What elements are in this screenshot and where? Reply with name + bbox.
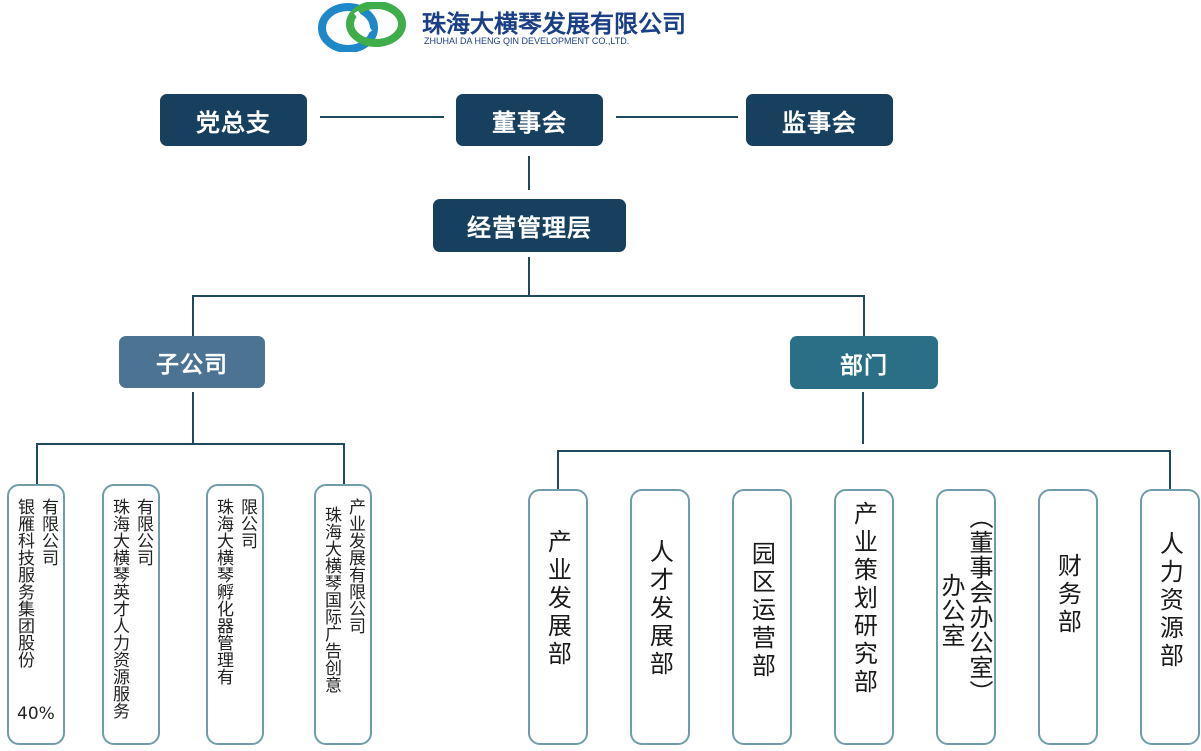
department-6-label: 财务部 bbox=[1053, 553, 1082, 637]
connector-sub-4 bbox=[343, 443, 345, 485]
department-1-label: 产业发展部 bbox=[543, 529, 572, 669]
department-card-3[interactable]: 园区运营部 bbox=[732, 489, 792, 745]
connector-dept-1 bbox=[557, 450, 559, 490]
department-card-2[interactable]: 人才发展部 bbox=[630, 489, 690, 745]
subsidiary-3-col2: 珠海大横琴孵化器管理有 bbox=[213, 498, 233, 685]
connector-branch-h bbox=[192, 295, 865, 297]
department-4-label: 产业策划研究部 bbox=[849, 501, 878, 697]
connector-management-down bbox=[528, 257, 530, 296]
department-2-label: 人才发展部 bbox=[645, 539, 674, 679]
board-box[interactable]: 董事会 bbox=[456, 94, 603, 146]
supervisors-box[interactable]: 监事会 bbox=[746, 94, 893, 146]
department-7-label: 人力资源部 bbox=[1155, 531, 1184, 671]
departments-box[interactable]: 部门 bbox=[790, 336, 938, 389]
subsidiary-4-col1: 产业发展有限公司 bbox=[345, 498, 365, 634]
company-name-en: ZHUHAI DA HENG QIN DEVELOPMENT CO.,LTD. bbox=[424, 36, 630, 46]
subsidiary-1-col2: 银雁科技服务集团股份 bbox=[14, 498, 34, 668]
subsidiary-3-col1: 限公司 bbox=[237, 498, 257, 549]
connector-branch-left bbox=[192, 295, 194, 337]
subsidiaries-box[interactable]: 子公司 bbox=[119, 336, 265, 388]
subsidiary-2-col2: 珠海大横琴英才人力资源服务 bbox=[109, 498, 129, 719]
connector-party-board bbox=[320, 116, 444, 118]
management-box[interactable]: 经营管理层 bbox=[433, 199, 626, 252]
subsidiary-4-col2: 珠海大横琴国际广告创意 bbox=[321, 506, 341, 693]
subsidiary-1-stake: 40% bbox=[17, 704, 55, 724]
connector-sub-h bbox=[36, 443, 345, 445]
subsidiary-card-3[interactable]: 限公司 珠海大横琴孵化器管理有 bbox=[206, 484, 264, 745]
department-card-7[interactable]: 人力资源部 bbox=[1140, 489, 1200, 745]
connector-sub-1 bbox=[36, 443, 38, 485]
subsidiary-card-1[interactable]: 有限公司 银雁科技服务集团股份 40% bbox=[7, 484, 65, 745]
connector-dept-7 bbox=[1169, 450, 1171, 490]
department-card-1[interactable]: 产业发展部 bbox=[528, 489, 588, 745]
department-3-label: 园区运营部 bbox=[747, 541, 776, 681]
department-card-5[interactable]: （董事会办公室） 办公室 bbox=[936, 489, 996, 745]
connector-dept-down bbox=[862, 392, 864, 444]
company-name-cn: 珠海大横琴发展有限公司 bbox=[422, 10, 686, 38]
connector-board-management bbox=[528, 156, 530, 190]
department-5-col1: （董事会办公室） bbox=[965, 505, 993, 705]
connector-board-supervisors bbox=[616, 116, 738, 118]
department-card-6[interactable]: 财务部 bbox=[1038, 489, 1098, 745]
connector-branch-right bbox=[863, 295, 865, 337]
department-card-4[interactable]: 产业策划研究部 bbox=[834, 489, 894, 745]
subsidiary-card-2[interactable]: 有限公司 珠海大横琴英才人力资源服务 bbox=[102, 484, 160, 745]
subsidiary-card-4[interactable]: 产业发展有限公司 珠海大横琴国际广告创意 bbox=[314, 484, 372, 745]
company-logo bbox=[318, 1, 408, 53]
party-branch-box[interactable]: 党总支 bbox=[160, 94, 307, 146]
connector-dept-h bbox=[557, 450, 1171, 452]
subsidiary-1-col1: 有限公司 bbox=[38, 498, 58, 566]
subsidiary-2-col1: 有限公司 bbox=[133, 498, 153, 566]
department-5-col2: 办公室 bbox=[937, 573, 965, 648]
connector-sub-down bbox=[192, 392, 194, 444]
logo-icon bbox=[318, 1, 406, 53]
